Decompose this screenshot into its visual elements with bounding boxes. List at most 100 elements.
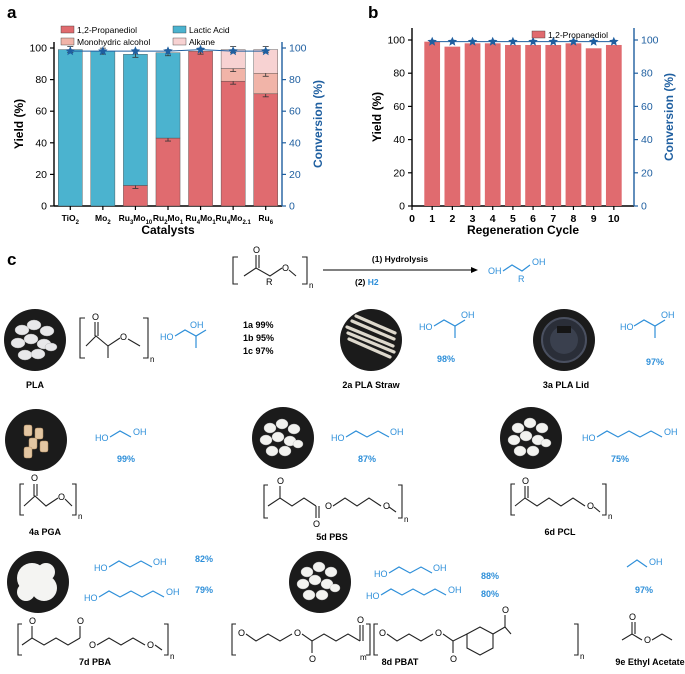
svg-text:HO: HO [582, 433, 596, 443]
svg-text:O: O [450, 654, 457, 664]
panel-letter-b: b [368, 3, 378, 22]
bar-propanediol-b [424, 41, 441, 206]
x-tick-label-b: 6 [530, 213, 536, 225]
conversion-point-b [588, 36, 599, 46]
svg-text:O: O [435, 628, 442, 638]
y2-tick-label-a: 40 [289, 137, 301, 149]
svg-text:O: O [120, 332, 127, 342]
svg-text:O: O [282, 263, 289, 273]
y-axis-label-b: Yield (%) [370, 92, 384, 142]
x-tick-label-a: TiO2 [62, 213, 80, 226]
svg-text:OH: OH [390, 427, 404, 437]
conversion-point-b [467, 36, 478, 46]
svg-text:m: m [360, 653, 367, 662]
bar-propanediol-b [545, 44, 562, 207]
svg-text:n: n [78, 512, 82, 521]
x-tick-label-b: 5 [510, 213, 516, 225]
svg-text:HO: HO [94, 563, 108, 573]
svg-text:O: O [89, 640, 96, 650]
bar-1-2-propanediol [155, 137, 181, 207]
yield-pla-1: 1a 99% [243, 320, 274, 330]
label-pbat: 8d PBAT [382, 657, 419, 667]
svg-text:O: O [294, 628, 301, 638]
label-pbs: 5d PBS [316, 532, 348, 542]
x-tick-label-b: 7 [550, 213, 556, 225]
conversion-point-a [98, 46, 108, 56]
y-tick-label-a: 60 [35, 106, 47, 118]
svg-text:O: O [31, 473, 38, 483]
svg-text:O: O [313, 519, 320, 529]
svg-text:OH: OH [649, 557, 663, 567]
y-tick-label-b: 20 [393, 167, 405, 179]
item-pla-straw: HO OH 98% 2a PLA Straw [340, 309, 475, 390]
legend-swatch-mono [60, 37, 75, 46]
yield-pla-3: 1c 97% [243, 346, 274, 356]
svg-text:n: n [150, 355, 154, 364]
svg-text:O: O [383, 501, 390, 511]
scheme-c: c O R O n (1) Hydrolysis (2) H2 OH R OH [4, 245, 685, 667]
step-2: (2) H2 [355, 277, 379, 287]
svg-text:n: n [404, 515, 408, 524]
x-tick-label-a: Ru4Mo1 [185, 213, 216, 226]
conversion-point-a [163, 46, 173, 56]
y2-tick-label-a: 60 [289, 106, 301, 118]
conversion-point-b [488, 36, 498, 46]
y2-tick-label-b: 20 [641, 167, 653, 179]
svg-text:O: O [253, 245, 260, 255]
yield-pga: 99% [117, 454, 135, 464]
svg-text:OH: OH [433, 563, 447, 573]
yield-pla-lid: 97% [646, 357, 664, 367]
conversion-point-b [427, 36, 437, 46]
conversion-point-b [528, 36, 538, 46]
svg-text:HO: HO [95, 433, 109, 443]
x-tick-label-a: Ru6 [258, 213, 273, 226]
item-pba: HO OH 82% HO OH 79% O O O O n 7d PBA [7, 551, 213, 667]
svg-text:n: n [170, 652, 174, 661]
legend-swatch-propanediol [60, 25, 75, 34]
step-1: (1) Hydrolysis [372, 254, 428, 264]
svg-text:OH: OH [532, 257, 546, 267]
label-pla-lid: 3a PLA Lid [543, 380, 589, 390]
svg-text:HO: HO [84, 593, 98, 603]
svg-text:O: O [238, 628, 245, 638]
x-tick-label-b: 4 [490, 213, 496, 225]
bar-lactic-acid [58, 49, 83, 207]
bar-lactic-acid [123, 54, 148, 186]
svg-text:OH: OH [664, 427, 678, 437]
x-tick-label-a: Ru2Mo1 [153, 213, 184, 226]
x-tick-label-b: 3 [470, 213, 476, 225]
svg-text:O: O [58, 492, 65, 502]
svg-text:n: n [309, 281, 313, 290]
svg-text:O: O [29, 616, 36, 626]
legend-swatch-alkane [172, 37, 187, 46]
y-tick-label-b: 80 [393, 68, 405, 80]
y2-tick-label-b: 80 [641, 68, 653, 80]
y2-tick-label-b: 60 [641, 101, 653, 113]
y-tick-label-a: 80 [35, 74, 47, 86]
yield-pbat-1: 88% [481, 571, 499, 581]
yield-pla-2: 1b 95% [243, 333, 274, 343]
bar-propanediol-b [605, 44, 622, 207]
item-pbat: HO OH 88% HO OH 80% O O O O m O O O [231, 551, 584, 667]
legend-swatch-lactic [172, 25, 187, 34]
legend-label-lactic: Lactic Acid [189, 25, 230, 35]
svg-text:O: O [502, 605, 509, 615]
y-axis-label-a: Yield (%) [12, 99, 26, 149]
panel-letter-c: c [7, 250, 16, 269]
item-pcl: HO OH 75% O O n 6d PCL [500, 407, 678, 537]
bar-propanediol-b [444, 46, 461, 206]
svg-text:O: O [357, 615, 364, 625]
legend-label-alkane: Alkane [189, 37, 215, 47]
y2-axis-label-a: Conversion (%) [311, 80, 325, 168]
svg-text:O: O [644, 635, 651, 645]
conversion-point-b [568, 36, 579, 46]
x-tick-label-b: 1 [429, 213, 435, 225]
x-tick-label-a: Ru3Mo10 [119, 213, 153, 226]
svg-text:OH: OH [153, 557, 167, 567]
label-pcl: 6d PCL [544, 527, 576, 537]
y-tick-label-b: 40 [393, 134, 405, 146]
svg-text:R: R [518, 274, 525, 284]
label-pla: PLA [26, 380, 45, 390]
svg-text:O: O [522, 476, 529, 486]
